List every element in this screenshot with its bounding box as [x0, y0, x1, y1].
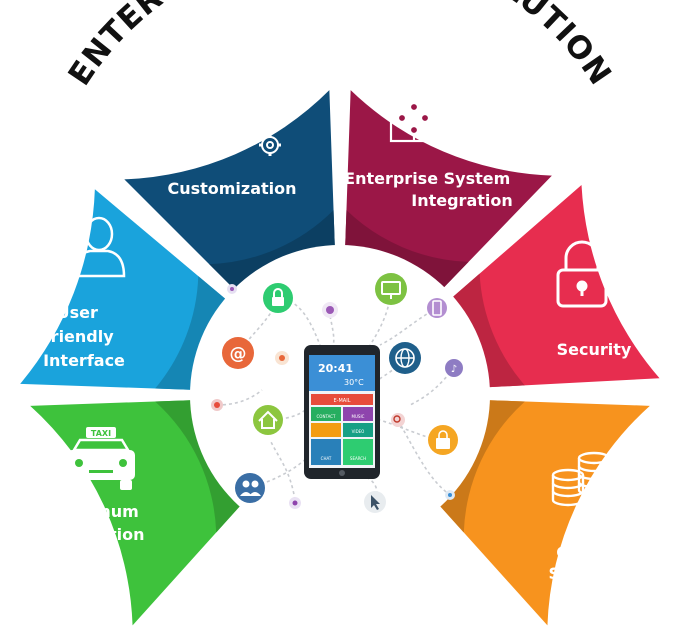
- battery-bubble-icon: [427, 298, 447, 318]
- phone-temperature: 30°C: [344, 378, 364, 387]
- cursor-bubble-icon: [364, 491, 386, 513]
- globe-bubble-icon: [389, 342, 421, 374]
- monitor-bubble-icon: [375, 273, 407, 305]
- share-bubble-icon: [445, 490, 455, 500]
- user-icon: [72, 216, 126, 278]
- segment-cost-saving-inner-band: [440, 400, 525, 533]
- label-security: Security: [557, 340, 632, 359]
- phone-tile-video-label: VIDEO: [352, 429, 365, 434]
- segment-customization: [124, 90, 335, 289]
- phone-tile-chat: [311, 439, 341, 465]
- label-customization: Customization: [167, 179, 296, 198]
- lock-bubble-icon: [263, 283, 293, 313]
- label-cost-saving: Cost Saving: [548, 543, 609, 583]
- segment-cost-saving: [440, 400, 650, 626]
- label-key-enterprise-system-integration: Key Enterprise System Integration: [344, 147, 516, 210]
- video-bubble-icon: [211, 399, 223, 411]
- svg-text:@: @: [230, 344, 247, 364]
- phone-tile-extra: [311, 423, 341, 437]
- taxi-sign: TAXI: [91, 429, 111, 438]
- label-user-friendly-interface: User Friendly Interface: [41, 303, 125, 370]
- gears-icon: [218, 96, 281, 156]
- rss-bubble-icon: [322, 302, 338, 318]
- smartphone: 20:41 30°C E-MAIL CONTACT MUSIC VIDEO CH…: [304, 345, 380, 479]
- music-bubble-icon: ♪: [445, 359, 463, 377]
- search-bubble-icon: [391, 413, 405, 427]
- users-bubble-icon: [235, 473, 265, 503]
- taxi-icon: TAXI: [67, 427, 135, 490]
- diagram-title: ENTERPRISE MOBILITY SOLUTION: [62, 0, 619, 92]
- phone-call-bubble-icon: [275, 351, 289, 365]
- puzzle-icon: [389, 93, 439, 143]
- phone-tile-music: [343, 407, 373, 421]
- lock-icon: [556, 240, 608, 308]
- label-maximum-utilisation: Maximum Utilisation: [52, 502, 145, 544]
- segment-customization-inner-band: [209, 210, 335, 289]
- svg-text:♪: ♪: [451, 364, 457, 375]
- location-bubble-icon: [227, 284, 237, 294]
- phone-tile-search-label: SEARCH: [350, 456, 366, 461]
- phone-time: 20:41: [318, 362, 353, 375]
- phone-tile-email: [311, 394, 373, 405]
- phone-tile-chat-label: CHAT: [321, 456, 332, 461]
- phone-tile-email-label: E-MAIL: [334, 398, 351, 404]
- phone-tile-contact-label: CONTACT: [317, 414, 337, 419]
- shopping-bag-bubble-icon: [428, 425, 458, 455]
- small-chat-bubble-icon: [289, 497, 301, 509]
- home-bubble-icon: [253, 405, 283, 435]
- coins-icon: [551, 451, 611, 507]
- phone-tile-search: [343, 439, 373, 465]
- email-at-bubble-icon: @: [222, 337, 254, 369]
- phone-tile-music-label: MUSIC: [352, 414, 365, 419]
- segment-user-friendly-interface: [20, 189, 226, 390]
- segment-maximum-utilisation-inner-band: [155, 400, 240, 533]
- segment-security: [453, 185, 660, 388]
- segment-key-enterprise-system-integration: [345, 90, 552, 288]
- phone-tile-video: [343, 423, 373, 437]
- phone-tile-contact: [311, 407, 341, 421]
